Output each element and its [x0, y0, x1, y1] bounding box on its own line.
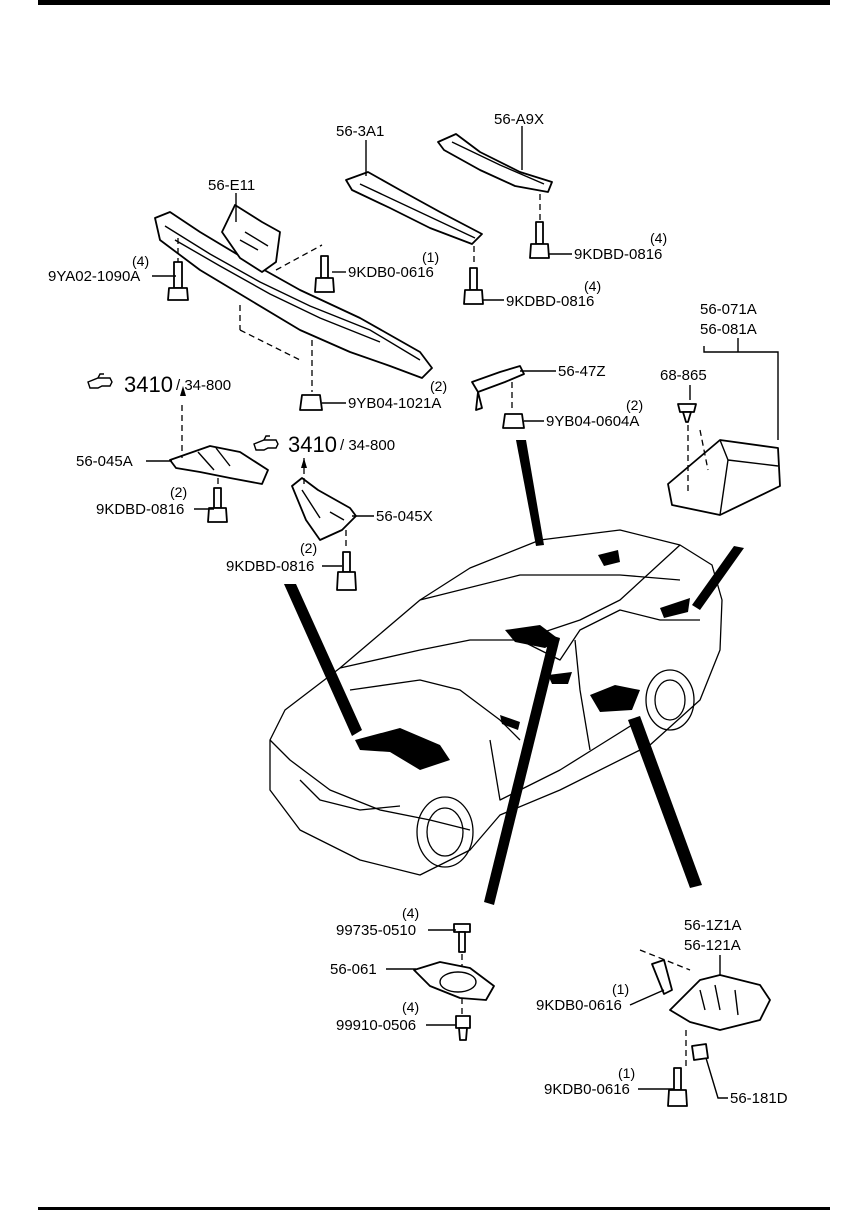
brace-56-a9x[interactable]	[437, 133, 553, 193]
label-9kdb0-0616-a: 9KDB0-0616	[348, 264, 434, 281]
nut-9yb04-0604a[interactable]	[502, 413, 525, 429]
label-56-061: 56-061	[330, 961, 377, 978]
clip-56-181d[interactable]	[691, 1043, 709, 1061]
label-56-045a: 56-045A	[76, 453, 133, 470]
label-56-1z1a: 56-1Z1A	[684, 917, 742, 934]
qty-9kdb0-0616-b: (1)	[612, 981, 629, 997]
ref1-sub: / 34-800	[176, 377, 231, 394]
label-56-e11: 56-E11	[208, 177, 255, 194]
label-56-071a: 56-071A	[700, 301, 757, 318]
reference-link-2[interactable]: 3410 / 34-800	[253, 432, 395, 457]
top-border	[38, 0, 830, 5]
nut-99910-0506[interactable]	[455, 1015, 471, 1041]
bolt-9kdbd-0816-a[interactable]	[463, 267, 484, 305]
ref1-main: 3410	[124, 372, 173, 397]
qty-9kdb0-0616-c: (1)	[618, 1065, 635, 1081]
qty-9kdbd-0816-a: (4)	[584, 278, 601, 294]
bolt-9kdb0-0616-a[interactable]	[314, 255, 335, 293]
ref2-main: 3410	[288, 432, 337, 457]
cover-56-061[interactable]	[413, 961, 495, 1001]
qty-9kdbd-0816-c: (2)	[170, 484, 187, 500]
ref2-sub: / 34-800	[340, 437, 395, 454]
bolt-9kdbd-0816-b[interactable]	[529, 221, 550, 259]
bolt-9kdb0-0616-c[interactable]	[667, 1067, 688, 1107]
qty-9kdb0-0616-a: (1)	[422, 249, 439, 265]
bolt-9ya02-1090a[interactable]	[167, 261, 189, 301]
label-9kdb0-0616-b: 9KDB0-0616	[536, 997, 622, 1014]
clip-68-865[interactable]	[677, 403, 697, 423]
bottom-border	[38, 1207, 830, 1210]
bolt-9kdbd-0816-d[interactable]	[336, 551, 357, 591]
pointing-hand-icon	[87, 373, 113, 389]
label-56-181d: 56-181D	[730, 1090, 788, 1107]
label-9ya02-1090a: 9YA02-1090A	[48, 268, 140, 285]
vehicle-outline	[269, 529, 723, 876]
qty-9kdbd-0816-d: (2)	[300, 540, 317, 556]
crossmember-56-e11[interactable]	[154, 204, 433, 379]
label-9kdbd-0816-b: 9KDBD-0816	[574, 246, 662, 263]
qty-9yb04-0604a: (2)	[626, 397, 643, 413]
label-56-121a: 56-121A	[684, 937, 741, 954]
label-56-47z: 56-47Z	[558, 363, 606, 380]
label-56-a9x: 56-A9X	[494, 111, 544, 128]
label-9kdbd-0816-a: 9KDBD-0816	[506, 293, 594, 310]
label-9kdbd-0816-d: 9KDBD-0816	[226, 558, 314, 575]
nut-9yb04-1021a[interactable]	[299, 394, 323, 411]
label-68-865: 68-865	[660, 367, 707, 384]
cover-56-071a[interactable]	[667, 439, 781, 516]
pointing-hand-icon	[253, 435, 279, 451]
reinforcement-56-3a1[interactable]	[345, 171, 483, 245]
qty-9yb04-1021a: (2)	[430, 378, 447, 394]
bracket-56-1z1a[interactable]	[669, 974, 771, 1031]
label-9kdbd-0816-c: 9KDBD-0816	[96, 501, 184, 518]
label-56-081a: 56-081A	[700, 321, 757, 338]
reference-link-1[interactable]: 3410 / 34-800	[87, 372, 231, 397]
label-9yb04-0604a: 9YB04-0604A	[546, 413, 639, 430]
bolt-9kdbd-0816-c[interactable]	[207, 487, 228, 523]
label-9yb04-1021a: 9YB04-1021A	[348, 395, 441, 412]
bracket-56-47z[interactable]	[471, 365, 525, 411]
qty-9kdbd-0816-b: (4)	[650, 230, 667, 246]
bolt-9kdb0-0616-b[interactable]	[651, 959, 673, 995]
label-56-3a1: 56-3A1	[336, 123, 384, 140]
qty-99910-0506: (4)	[402, 999, 419, 1015]
label-9kdb0-0616-c: 9KDB0-0616	[544, 1081, 630, 1098]
screw-99735-0510[interactable]	[453, 923, 471, 953]
qty-9ya02-1090a: (4)	[132, 253, 149, 269]
label-99910-0506: 99910-0506	[336, 1017, 416, 1034]
bracket-56-045a[interactable]	[169, 445, 269, 485]
qty-99735-0510: (4)	[402, 905, 419, 921]
label-99735-0510: 99735-0510	[336, 922, 416, 939]
label-56-045x: 56-045X	[376, 508, 433, 525]
